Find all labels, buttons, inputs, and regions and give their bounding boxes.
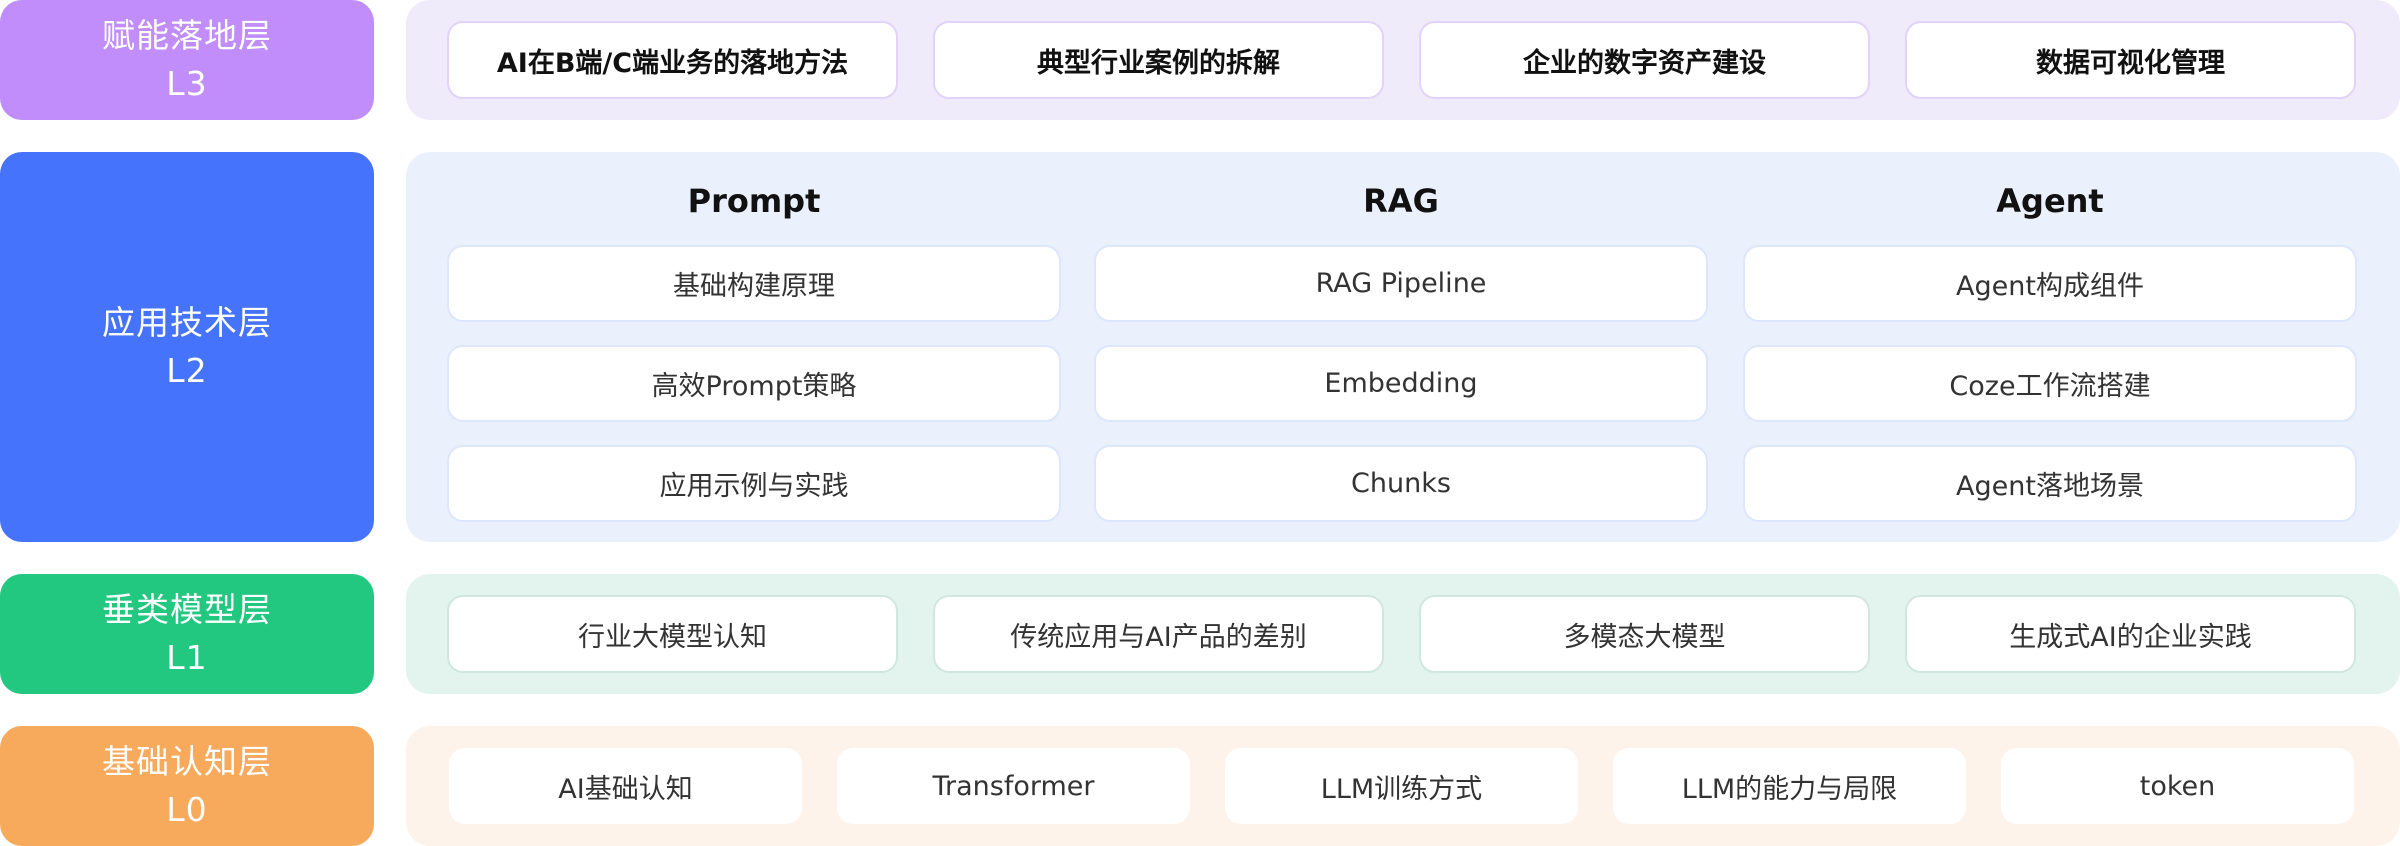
layer-name: 应用技术层 bbox=[102, 303, 272, 342]
layer-l2: 应用技术层 L2 Prompt 基础构建原理 高效Prompt策略 应用示例与实… bbox=[0, 152, 2400, 542]
topic-box: 应用示例与实践 bbox=[447, 445, 1061, 522]
topic-box: 数据可视化管理 bbox=[1905, 21, 2356, 99]
layer-panel-l2: Prompt 基础构建原理 高效Prompt策略 应用示例与实践 RAG RAG… bbox=[406, 152, 2400, 542]
column-title-rag: RAG bbox=[1363, 182, 1439, 220]
layer-panel-l1: 行业大模型认知 传统应用与AI产品的差别 多模态大模型 生成式AI的企业实践 bbox=[406, 574, 2400, 694]
topic-box: Transformer bbox=[837, 748, 1190, 824]
topic-box: 传统应用与AI产品的差别 bbox=[933, 595, 1384, 673]
topic-box: RAG Pipeline bbox=[1094, 245, 1708, 322]
layer-panel-l3: AI在B端/C端业务的落地方法 典型行业案例的拆解 企业的数字资产建设 数据可视… bbox=[406, 0, 2400, 120]
layer-level: L0 bbox=[166, 790, 208, 829]
layer-level: L1 bbox=[166, 638, 208, 677]
topic-box: token bbox=[2001, 748, 2354, 824]
topic-box: 行业大模型认知 bbox=[447, 595, 898, 673]
topic-box: Chunks bbox=[1094, 445, 1708, 522]
topic-box: 典型行业案例的拆解 bbox=[933, 21, 1384, 99]
layer-label-l3: 赋能落地层 L3 bbox=[0, 0, 374, 120]
topic-box: LLM的能力与局限 bbox=[1613, 748, 1966, 824]
layer-label-l1: 垂类模型层 L1 bbox=[0, 574, 374, 694]
topic-box: Coze工作流搭建 bbox=[1743, 345, 2357, 422]
topic-box: AI在B端/C端业务的落地方法 bbox=[447, 21, 898, 99]
layer-level: L2 bbox=[166, 351, 208, 390]
layer-l1: 垂类模型层 L1 行业大模型认知 传统应用与AI产品的差别 多模态大模型 生成式… bbox=[0, 574, 2400, 694]
column-title-agent: Agent bbox=[1996, 182, 2104, 220]
topic-box: 企业的数字资产建设 bbox=[1419, 21, 1870, 99]
topic-box: 生成式AI的企业实践 bbox=[1905, 595, 2356, 673]
layer-panel-l0: AI基础认知 Transformer LLM训练方式 LLM的能力与局限 tok… bbox=[406, 726, 2400, 846]
column-title-prompt: Prompt bbox=[687, 182, 821, 220]
topic-box: AI基础认知 bbox=[449, 748, 802, 824]
layer-name: 赋能落地层 bbox=[102, 16, 272, 55]
layer-label-l0: 基础认知层 L0 bbox=[0, 726, 374, 846]
topic-box: 基础构建原理 bbox=[447, 245, 1061, 322]
layer-l3: 赋能落地层 L3 AI在B端/C端业务的落地方法 典型行业案例的拆解 企业的数字… bbox=[0, 0, 2400, 120]
topic-box: Agent构成组件 bbox=[1743, 245, 2357, 322]
topic-box: LLM训练方式 bbox=[1225, 748, 1578, 824]
layer-name: 基础认知层 bbox=[102, 742, 272, 781]
layer-name: 垂类模型层 bbox=[102, 590, 272, 629]
topic-box: 多模态大模型 bbox=[1419, 595, 1870, 673]
layer-level: L3 bbox=[166, 64, 208, 103]
topic-box: 高效Prompt策略 bbox=[447, 345, 1061, 422]
layer-label-l2: 应用技术层 L2 bbox=[0, 152, 374, 542]
layer-l0: 基础认知层 L0 AI基础认知 Transformer LLM训练方式 LLM的… bbox=[0, 726, 2400, 846]
topic-box: Agent落地场景 bbox=[1743, 445, 2357, 522]
topic-box: Embedding bbox=[1094, 345, 1708, 422]
